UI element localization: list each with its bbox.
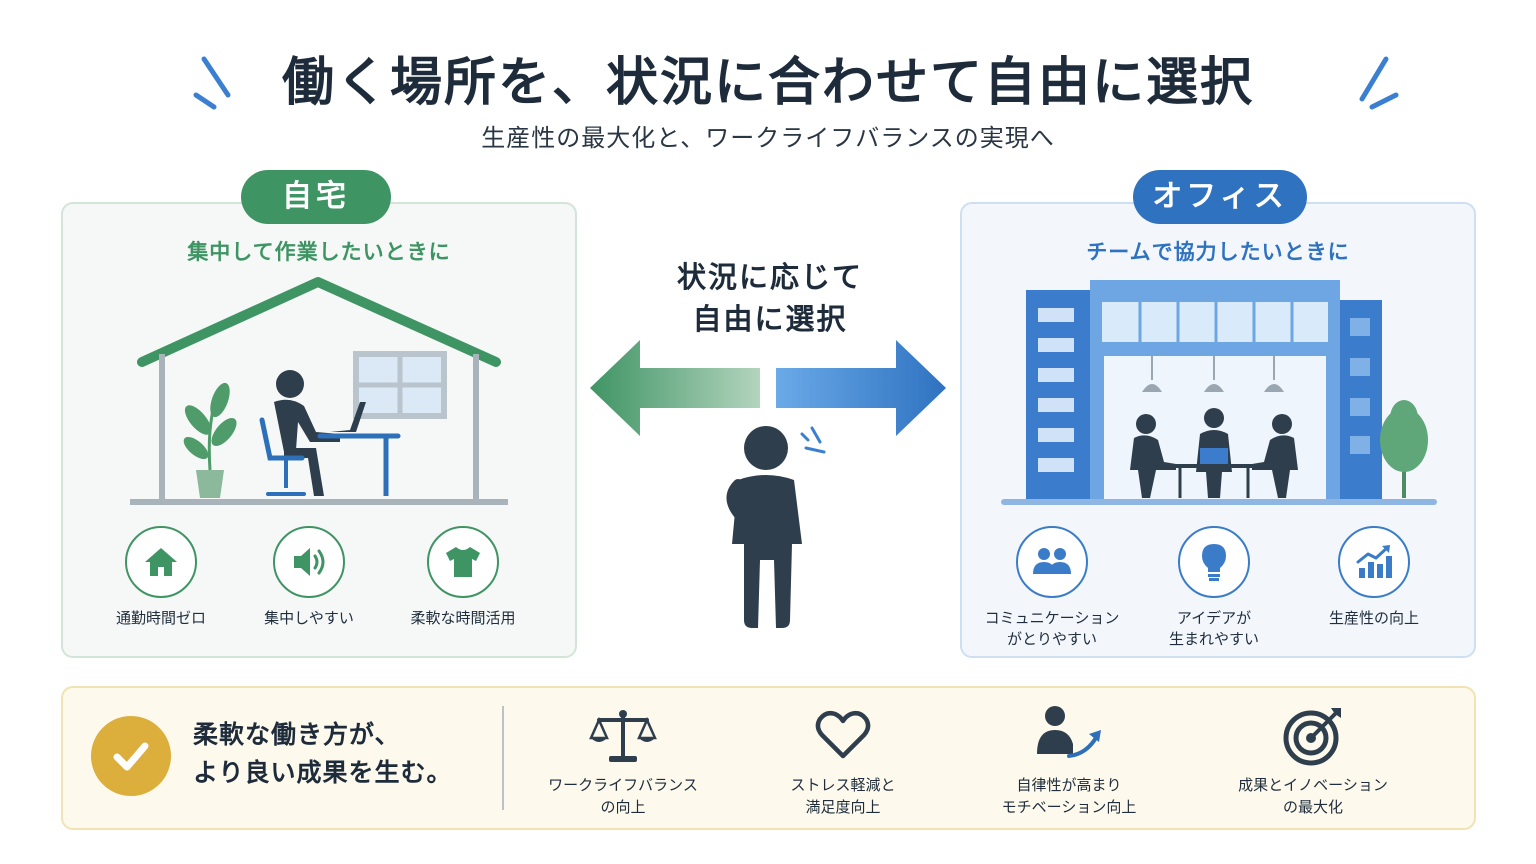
office-feature-productivity: 生産性の向上 xyxy=(1294,526,1454,629)
center-label-line-2: 自由に選択 xyxy=(692,302,848,336)
feature-label-line-2: がとりやすい xyxy=(1006,630,1097,648)
feature-label: 柔軟な時間活用 xyxy=(410,609,516,627)
heart-icon xyxy=(815,710,871,759)
feature-label: 集中しやすい xyxy=(264,609,354,627)
benefit-label-line-1: 成果とイノベーション xyxy=(1238,776,1388,794)
home-tagline: 集中して作業したいときに xyxy=(187,240,451,264)
person-arrow-icon xyxy=(1037,706,1101,758)
benefit-label-line-2: の最大化 xyxy=(1282,798,1343,816)
office-feature-communication: コミュニケーション がとりやすい xyxy=(972,526,1132,650)
feature-label-line-1: アイデアが xyxy=(1176,609,1252,627)
benefit-stress-reduction: ストレス軽減と 満足度向上 xyxy=(738,700,948,818)
thinking-person-icon xyxy=(726,426,826,628)
office-tagline: チームで協力したいときに xyxy=(1086,240,1350,264)
page-subtitle: 生産性の最大化と、ワークライフバランスの実現へ xyxy=(481,124,1055,152)
benefits-message-line-2: より良い成果を生む。 xyxy=(193,758,453,787)
home-office-illustration xyxy=(130,277,508,505)
benefit-label-line-2: の向上 xyxy=(600,798,646,816)
tshirt-icon xyxy=(446,547,480,577)
center-label-line-1: 状況に応じて xyxy=(676,260,863,294)
banner-divider xyxy=(502,706,504,810)
balance-scale-icon xyxy=(589,710,657,762)
center-label: 状況に応じて 自由に選択 xyxy=(640,256,900,340)
office-building-illustration xyxy=(1001,280,1437,505)
benefits-message-line-1: 柔軟な働き方が、 xyxy=(193,720,401,749)
benefit-label-line-1: 自律性が高まり xyxy=(1016,776,1122,794)
accent-lines-left-icon xyxy=(193,56,231,110)
people-icon xyxy=(1033,548,1071,574)
accent-lines-right-icon xyxy=(1359,56,1399,110)
benefit-work-life-balance: ワークライフバランス の向上 xyxy=(518,700,728,818)
target-icon xyxy=(1283,708,1341,766)
checkmark-icon xyxy=(91,716,171,796)
benefit-label-line-1: ワークライフバランス xyxy=(548,776,698,794)
home-feature-flexible-time: 柔軟な時間活用 xyxy=(383,526,543,629)
home-feature-commute: 通勤時間ゼロ xyxy=(81,526,241,629)
speaker-icon xyxy=(294,548,325,576)
arrow-right-icon xyxy=(776,340,946,436)
home-label-pill: 自宅 xyxy=(241,170,391,224)
benefit-label-line-2: 満足度向上 xyxy=(805,798,881,816)
lightbulb-icon xyxy=(1202,544,1226,581)
feature-label-line-2: 生まれやすい xyxy=(1168,630,1259,648)
growth-chart-icon xyxy=(1356,545,1392,578)
feature-label: 通勤時間ゼロ xyxy=(115,609,206,627)
benefit-autonomy: 自律性が高まり モチベーション向上 xyxy=(964,700,1174,818)
page-title: 働く場所を、状況に合わせて自由に選択 xyxy=(281,53,1254,113)
feature-label-line-1: コミュニケーション xyxy=(984,609,1120,627)
benefit-innovation: 成果とイノベーション の最大化 xyxy=(1208,700,1418,818)
office-label-pill: オフィス xyxy=(1133,170,1307,224)
house-icon xyxy=(145,548,177,576)
arrow-left-icon xyxy=(590,340,760,436)
home-feature-focus: 集中しやすい xyxy=(229,526,389,629)
benefit-label-line-2: モチベーション向上 xyxy=(1001,798,1137,816)
feature-label-line-1: 生産性の向上 xyxy=(1328,609,1419,627)
benefit-label-line-1: ストレス軽減と xyxy=(790,776,896,794)
office-feature-ideas: アイデアが 生まれやすい xyxy=(1134,526,1294,650)
benefits-banner xyxy=(61,686,1476,830)
benefits-message: 柔軟な働き方が、 より良い成果を生む。 xyxy=(193,716,493,792)
